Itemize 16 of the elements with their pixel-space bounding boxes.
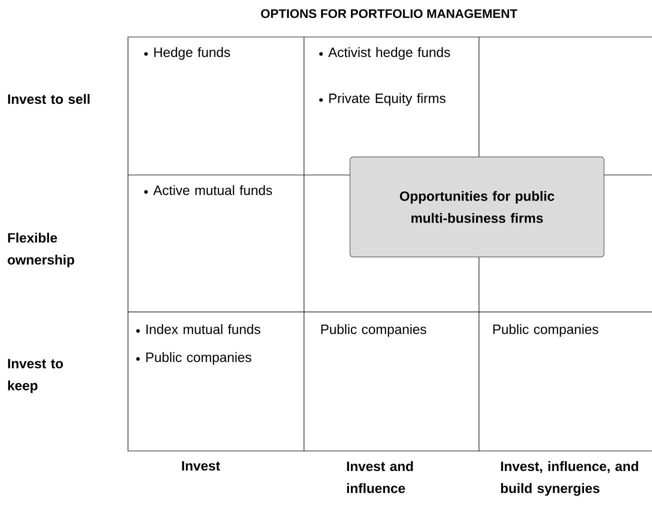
cell-text: Active mutual funds — [153, 185, 272, 196]
cell-text: Hedge funds — [154, 47, 230, 60]
column-label: Invest and influence — [347, 461, 413, 494]
row-label: Invest to keep — [8, 358, 63, 394]
cell-text: Public companies — [321, 324, 426, 337]
column-label: Invest, influence, and build synergies — [501, 461, 638, 496]
cell-text: Private Equity firms — [329, 93, 446, 106]
column-label: Invest — [182, 461, 220, 471]
cell-text: Activist hedge funds — [328, 47, 450, 60]
title: OPTIONS FOR PORTFOLIO MANAGEMENT — [261, 9, 518, 18]
row-label: Flexible ownership — [8, 232, 74, 268]
cell-text: Public companies — [146, 352, 252, 365]
highlight-box: Opportunities for public multi-business firms — [350, 156, 604, 258]
cell-text: Public companies — [493, 324, 598, 337]
row-label: Invest to sell — [8, 94, 90, 104]
cell-text: Index mutual funds — [146, 324, 260, 334]
